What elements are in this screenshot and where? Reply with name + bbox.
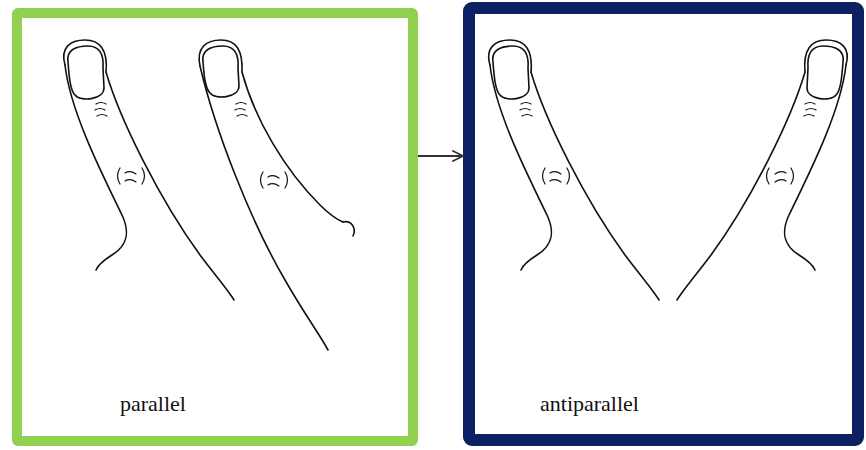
transition-arrow (418, 155, 463, 157)
middle-finger (677, 40, 847, 300)
panel-label: parallel (120, 391, 398, 417)
antiparallel-panel: antiparallel (463, 2, 864, 446)
middle-finger (199, 40, 354, 350)
index-finger (489, 40, 659, 300)
panel-label: antiparallel (540, 391, 846, 417)
index-finger (64, 40, 234, 300)
parallel-panel: parallel (12, 8, 418, 446)
